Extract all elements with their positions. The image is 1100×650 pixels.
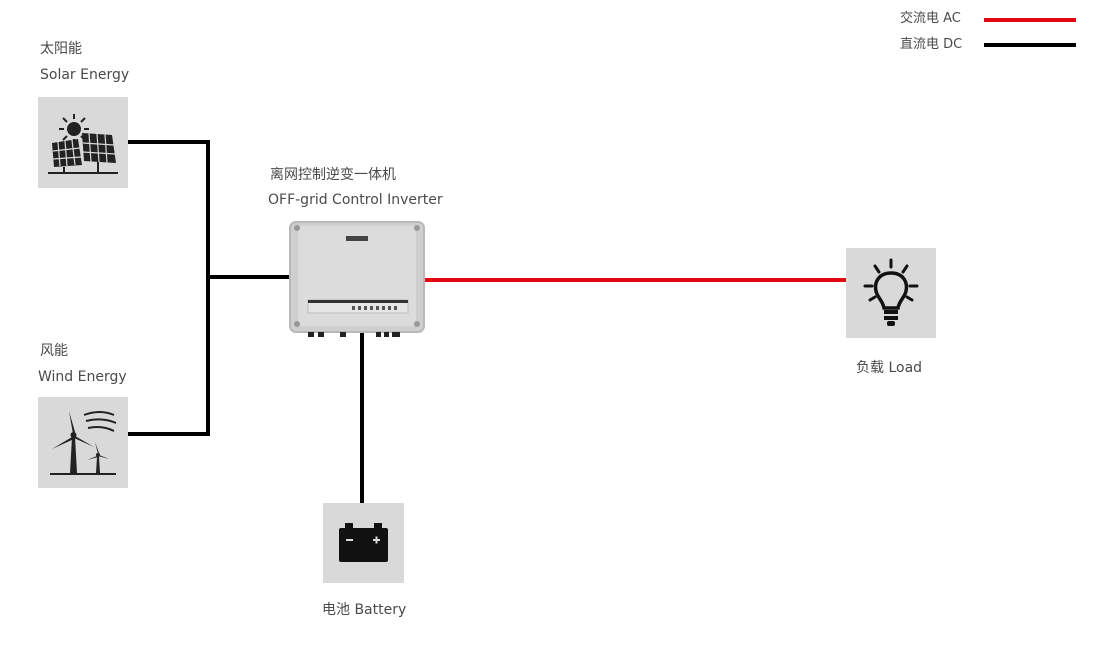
inverter-node: [288, 220, 428, 342]
legend-ac-line: [984, 18, 1076, 22]
legend-dc-line: [984, 43, 1076, 47]
legend-dc-label: 直流电 DC: [900, 37, 963, 52]
solar-label-en: Solar Energy: [40, 67, 130, 83]
light-bulb-icon: [863, 258, 919, 326]
solar-dc-wire: [126, 140, 210, 436]
inverter-label-zh: 离网控制逆变一体机: [270, 167, 396, 183]
wind-label-zh: 风能: [40, 343, 68, 359]
solar-node: [38, 97, 128, 188]
battery-label: 电池 Battery: [322, 602, 407, 618]
battery-icon: [339, 523, 388, 562]
load-node: [846, 248, 936, 338]
load-label: 负载 Load: [856, 360, 923, 376]
battery-node: [323, 503, 404, 583]
inverter-icon: [289, 221, 425, 337]
solar-panel-icon: [48, 114, 118, 174]
legend-ac-label: 交流电 AC: [900, 11, 961, 26]
wind-label-en: Wind Energy: [38, 369, 127, 385]
wind-turbine-icon: [50, 411, 117, 475]
inverter-label-en: OFF-grid Control Inverter: [268, 192, 443, 208]
solar-label-zh: 太阳能: [40, 41, 82, 57]
wind-node: [38, 397, 128, 488]
